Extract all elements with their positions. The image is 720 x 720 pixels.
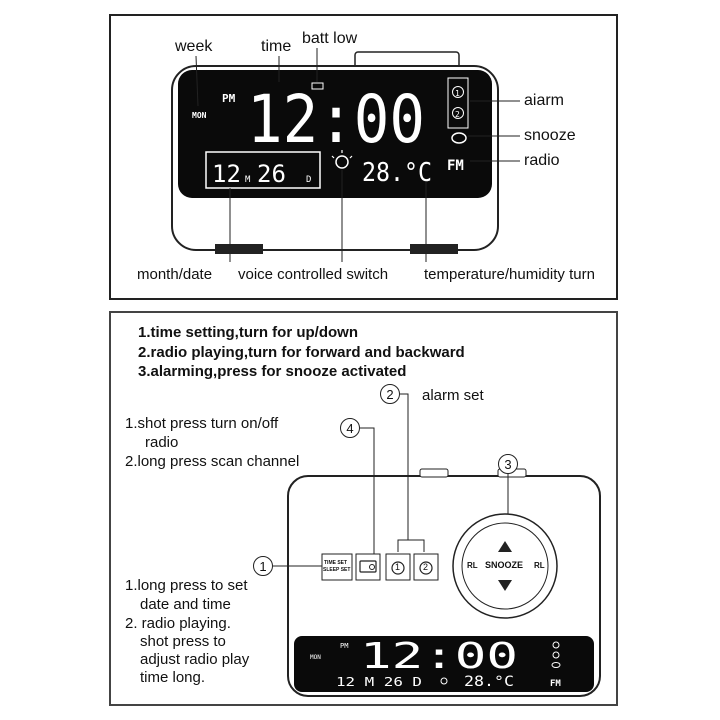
- timeset-note-3: 2. radio playing.: [125, 615, 231, 632]
- callout-4: 4: [340, 418, 360, 438]
- timeset-note-4: shot press to: [140, 633, 226, 650]
- radio-note-3: 2.long press scan channel: [125, 453, 300, 470]
- label-temp: temperature/humidity turn: [424, 266, 595, 283]
- bottom-date: 12 M 26 D: [336, 675, 422, 689]
- timeset-note-1: 1.long press to set: [125, 577, 248, 594]
- label-week: week: [175, 38, 213, 55]
- instruction-3: 3.alarming,press for snooze activated: [138, 363, 407, 380]
- fm-indicator: FM: [447, 158, 464, 174]
- date-box: [205, 151, 321, 189]
- label-batt-low: batt low: [302, 30, 358, 47]
- bottom-snooze-icon: [551, 662, 561, 668]
- alarm-2-number: 2: [455, 110, 460, 119]
- top-clock-foot-left: [215, 244, 263, 254]
- timeset-label-1: TIME SET: [324, 560, 348, 566]
- timeset-note-2: date and time: [140, 596, 231, 613]
- bottom-pm: PM: [340, 642, 348, 650]
- callout-3: 3: [498, 454, 518, 474]
- alarm-1-number: 1: [455, 89, 460, 98]
- month-digits: 12: [212, 160, 241, 188]
- knob-snooze-label[interactable]: SNOOZE: [485, 560, 524, 570]
- alarm2-button: [413, 553, 439, 581]
- label-voice: voice controlled switch: [238, 266, 389, 283]
- radio-note-2: radio: [145, 434, 179, 451]
- top-clock-screen: [178, 70, 492, 198]
- battery-icon: [311, 82, 324, 90]
- bottom-mon: MON: [310, 654, 321, 661]
- alarm1-button: [385, 553, 411, 581]
- callout-1: 1: [253, 556, 273, 576]
- month-m: M: [245, 175, 251, 185]
- alarm-box: [447, 77, 469, 129]
- week-leader: [195, 55, 199, 107]
- knob-right-label: RL: [534, 561, 545, 570]
- radio-icon: [359, 560, 377, 573]
- pm-indicator: PM: [222, 92, 236, 105]
- instruction-2: 2.radio playing,turn for forward and bac…: [138, 344, 465, 361]
- bottom-time: 12:00: [360, 636, 518, 677]
- callout-2: 2: [380, 384, 400, 404]
- weekday-indicator: MON: [192, 111, 207, 120]
- temp-digits: 28.°C: [362, 158, 432, 188]
- instruction-1: 1.time setting,turn for up/down: [138, 324, 358, 341]
- label-snooze: snooze: [524, 127, 576, 144]
- radio-note-1: 1.shot press turn on/off: [125, 415, 279, 432]
- timeset-label-2: SLEEP SET: [323, 567, 351, 573]
- alarm1-button-icon: [391, 561, 405, 575]
- bottom-voice-icon: [440, 677, 448, 685]
- timeset-note-6: time long.: [140, 669, 206, 686]
- bottom-temp: 28.°C: [464, 674, 514, 690]
- bottom-alarm1-icon: [552, 641, 560, 649]
- knob-down-arrow: [498, 580, 512, 591]
- alarm-2-icon: [452, 107, 464, 119]
- label-month-date: month/date: [137, 266, 213, 283]
- snooze-knob-inner: [461, 522, 549, 610]
- label-time: time: [261, 38, 292, 55]
- label-alarm: aiarm: [524, 92, 565, 109]
- alarm-bracket: [397, 539, 425, 552]
- day-digits: 26: [257, 160, 286, 188]
- bottom-clock-top-bump-1: [419, 468, 449, 478]
- knob-up-arrow: [498, 541, 512, 552]
- voice-bulb-icon: [335, 155, 349, 169]
- snooze-icon: [451, 132, 467, 144]
- bottom-alarm2-icon: [552, 651, 560, 659]
- bottom-clock-screen: [294, 636, 594, 692]
- knob-left-label: RL: [467, 561, 478, 570]
- bottom-fm: FM: [550, 679, 561, 689]
- callout4-leader: [357, 427, 375, 554]
- timeset-button: [321, 553, 353, 581]
- alarm2-button-icon: [419, 561, 433, 575]
- alarm1-button-number: 1: [395, 562, 401, 572]
- alarm-1-icon: [452, 86, 464, 98]
- alarm-set-label: alarm set: [422, 387, 484, 404]
- callout2-leader: [398, 393, 409, 540]
- timeset-note-5: adjust radio play: [140, 651, 250, 668]
- label-radio: radio: [524, 152, 560, 169]
- time-digits: 12:00: [247, 81, 425, 158]
- alarm2-button-number: 2: [423, 562, 429, 572]
- top-clock-foot-right: [410, 244, 458, 254]
- day-d: D: [306, 175, 311, 185]
